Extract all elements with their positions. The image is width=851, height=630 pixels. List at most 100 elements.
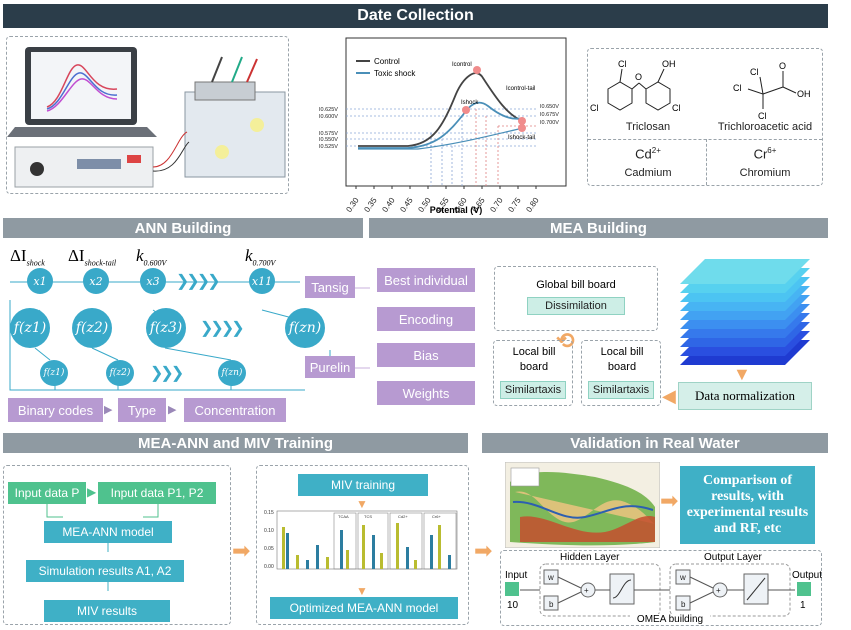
hidden-node-3: f(z3) <box>146 308 186 348</box>
arrow-right-icon: ➡ <box>474 538 493 563</box>
instrument-panel <box>6 36 289 194</box>
tca-label: Trichloroacetic acid <box>717 121 813 133</box>
best-individual-box: Best individual <box>377 268 475 292</box>
chemical-structures: O Cl Cl Cl OH Cl Cl Cl O OH <box>590 59 811 121</box>
input-data-p-box: Input data P <box>8 482 86 504</box>
output-node-n: f(zn) <box>218 360 246 386</box>
chromium-label: Chromium <box>739 167 791 179</box>
data-layers-stack <box>680 259 810 365</box>
right-label: I0.700V <box>540 120 559 126</box>
atom-cl: Cl <box>618 59 627 69</box>
output-layer-label: Output Layer <box>704 552 762 563</box>
arrow-down-icon: ▼ <box>356 497 368 511</box>
chevrons-icon: ❯❯❯❯ <box>200 320 245 337</box>
input-data-p12-box: Input data P1, P2 <box>98 482 216 504</box>
input-value: 10 <box>507 600 519 611</box>
hidden-node-n: f(zn) <box>285 308 325 348</box>
chevrons-icon: ❯❯❯❯ <box>176 273 221 290</box>
atom-cl: Cl <box>733 83 742 93</box>
output-value: 1 <box>800 600 806 611</box>
right-label: I0.650V <box>540 104 559 110</box>
hidden-node-1: f(z1) <box>10 308 50 348</box>
local-billboard-title: Local bill board <box>600 346 644 373</box>
arrow-left-icon: ◀ <box>662 386 676 406</box>
output-node-2: f(z2) <box>106 360 134 386</box>
mea-ann-model-box: MEA-ANN model <box>44 521 172 543</box>
atom-o: O <box>635 72 642 82</box>
peak-shock-label: Ishock <box>461 100 479 106</box>
x-tick-label: 0.80 <box>524 196 541 214</box>
cadmium-label: Cadmium <box>624 167 672 179</box>
svg-text:b: b <box>681 600 686 609</box>
arrow-right-icon: ➡ <box>660 488 679 513</box>
weights-box: Weights <box>377 381 475 405</box>
arrow-down-icon: ▼ <box>733 364 751 384</box>
svg-text:+: + <box>584 586 589 595</box>
svg-text:0.05: 0.05 <box>264 546 274 552</box>
triclosan-label: Triclosan <box>625 121 671 133</box>
input-node <box>505 582 519 596</box>
x-tick-label: 0.75 <box>506 196 523 214</box>
x-tick-label: 0.35 <box>362 196 379 214</box>
svg-text:w: w <box>679 573 686 582</box>
legend-control: Control <box>374 57 400 66</box>
omea-network-diagram: w b w b + + <box>520 563 795 617</box>
binary-codes-box: Binary codes <box>8 398 103 422</box>
x-tick-label: 0.70 <box>488 196 505 214</box>
atom-cl: Cl <box>758 111 767 121</box>
peak-control-tail-label: Icontrol-tail <box>506 86 535 92</box>
svg-text:w: w <box>547 573 554 582</box>
chevrons-icon: ❯❯❯ <box>150 365 184 382</box>
right-label: I0.675V <box>540 112 559 118</box>
voltammogram-svg: Control Toxic shock Icontr <box>319 37 567 215</box>
bias-box: Bias <box>377 343 475 367</box>
svg-text:TCAA: TCAA <box>338 514 349 519</box>
var-label: k0.700V <box>245 246 276 268</box>
similartaxis-box: Similartaxis <box>588 381 654 399</box>
arrow-right-icon: ➡ <box>232 538 251 563</box>
svg-text:Cr6+: Cr6+ <box>432 514 441 519</box>
arrow-icon: ▶ <box>168 404 177 416</box>
similartaxis-box: Similartaxis <box>500 381 566 399</box>
svg-text:Cd2+: Cd2+ <box>398 514 408 519</box>
arrow-right-icon: ▶ <box>87 485 97 499</box>
section-title-validation: Validation in Real Water <box>482 433 828 453</box>
input-node-x1: x1 <box>27 268 53 294</box>
left-label: I0.525V <box>319 144 338 150</box>
optimized-model-box: Optimized MEA-ANN model <box>270 597 458 619</box>
svg-text:TCS: TCS <box>364 514 372 519</box>
input-node-x2: x2 <box>83 268 109 294</box>
section-title-training: MEA-ANN and MIV Training <box>3 433 468 453</box>
simulation-results-box: Simulation results A1, A2 <box>26 560 184 582</box>
left-label: I0.625V <box>319 107 338 113</box>
left-label: I0.575V <box>319 131 338 137</box>
global-billboard-title: Global bill board <box>536 279 616 291</box>
voltammogram-chart: Control Toxic shock Icontr <box>318 36 573 218</box>
chemicals-panel: O Cl Cl Cl OH Cl Cl Cl O OH Triclosan Tr… <box>587 48 823 186</box>
omea-network-panel <box>500 550 822 626</box>
svg-text:+: + <box>716 586 721 595</box>
chromium-symbol: Cr6+ <box>753 146 777 162</box>
global-billboard-panel: Global bill board Dissimilation <box>494 266 658 331</box>
cadmium-symbol: Cd2+ <box>635 146 661 162</box>
atom-o: O <box>779 61 786 71</box>
hidden-layer-label: Hidden Layer <box>560 552 620 563</box>
svg-text:0.10: 0.10 <box>264 528 274 534</box>
svg-text:0.00: 0.00 <box>264 564 274 570</box>
section-title-ann: ANN Building <box>3 218 363 238</box>
local-billboard-right: Local bill board Similartaxis <box>581 340 661 406</box>
x-axis-label: Potential (V) <box>430 205 483 215</box>
purelin-box: Purelin <box>305 356 355 378</box>
atom-oh: OH <box>797 89 811 99</box>
left-label: I0.600V <box>319 114 338 120</box>
miv-panel <box>256 465 469 625</box>
section-title-mea: MEA Building <box>369 218 828 238</box>
workstation-illustration <box>7 47 286 188</box>
left-label: I0.550V <box>319 137 338 143</box>
river-map <box>505 462 660 548</box>
concentration-box: Concentration <box>184 398 286 422</box>
input-node-x3: x3 <box>140 268 166 294</box>
output-node <box>797 582 811 596</box>
var-label: k0.600V <box>136 246 167 268</box>
tansig-box: Tansig <box>305 276 355 298</box>
